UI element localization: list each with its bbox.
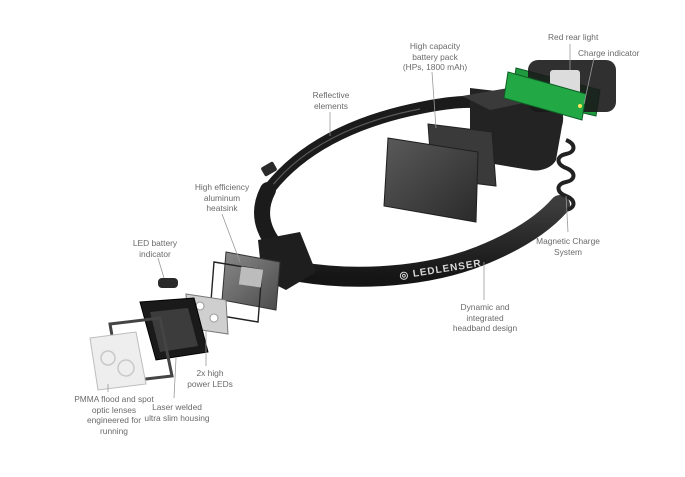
leader-led-indicator bbox=[157, 257, 165, 279]
led-battery-indicator bbox=[158, 278, 178, 288]
leader-lines bbox=[107, 44, 595, 399]
label-headband-design: Dynamic and integrated headband design bbox=[452, 302, 518, 333]
leader-housing bbox=[173, 357, 177, 399]
label-charge-indicator: Charge indicator bbox=[578, 48, 640, 58]
leader-heatsink bbox=[221, 213, 241, 263]
label-heatsink: High efficiency aluminum heatsink bbox=[194, 182, 250, 213]
battery-pack-front bbox=[383, 137, 479, 223]
charge-indicator-led bbox=[578, 104, 582, 108]
lens-flood bbox=[117, 359, 135, 377]
rear-light-pcb-front bbox=[503, 71, 587, 121]
pmma-optic-lens bbox=[89, 331, 147, 391]
label-reflective-elements: Reflective elements bbox=[312, 90, 350, 111]
label-pmma-lenses: PMMA flood and spot optic lenses enginee… bbox=[74, 394, 154, 436]
headband-front-strap bbox=[290, 195, 570, 287]
coiled-cable bbox=[556, 138, 576, 212]
reflective-strip bbox=[271, 108, 421, 187]
leader-battery-pack bbox=[431, 71, 437, 129]
heatsink-contact bbox=[238, 266, 264, 288]
label-battery-pack: High capacity battery pack (HPs, 1800 mA… bbox=[402, 41, 468, 72]
leader-charge-indicator bbox=[583, 57, 595, 105]
label-magnetic-charge-system: Magnetic Charge System bbox=[536, 236, 600, 257]
high-power-led-2 bbox=[209, 313, 219, 323]
label-housing: Laser welded ultra slim housing bbox=[144, 402, 210, 423]
leader-magnetic-charge bbox=[565, 195, 569, 233]
lens-spot bbox=[100, 350, 116, 366]
housing-window bbox=[150, 308, 198, 352]
label-led-battery-indicator: LED battery indicator bbox=[132, 238, 178, 259]
strap-clip bbox=[261, 161, 277, 177]
label-red-rear-light: Red rear light bbox=[548, 32, 599, 42]
label-high-power-leds: 2x high power LEDs bbox=[187, 368, 233, 389]
